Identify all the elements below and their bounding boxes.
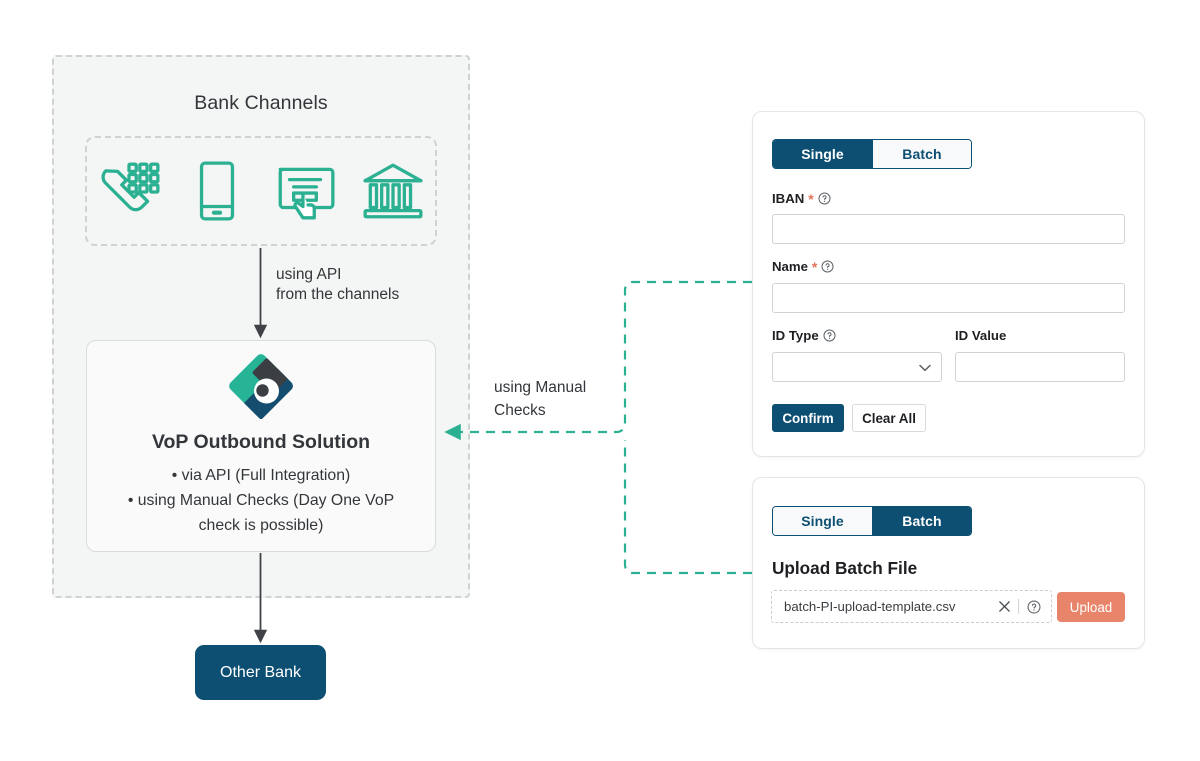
- name-input[interactable]: [772, 283, 1125, 313]
- online-banking-click-icon: [278, 167, 335, 220]
- vop-bullets: • via API (Full Integration) • using Man…: [96, 463, 426, 538]
- tab-single[interactable]: Single: [773, 140, 872, 168]
- upload-button[interactable]: Upload: [1057, 592, 1125, 622]
- mode-toggle-single-panel[interactable]: Single Batch: [772, 139, 972, 169]
- manual-checks-connector-label: using Manual Checks: [494, 379, 587, 419]
- uploaded-file-name: batch-PI-upload-template.csv: [784, 599, 956, 614]
- chevron-down-icon[interactable]: [919, 364, 931, 372]
- id-type-label: ID Type: [772, 328, 819, 343]
- mode-toggle-batch-panel[interactable]: Single Batch: [772, 506, 972, 536]
- help-circle-icon[interactable]: [818, 192, 831, 205]
- iban-label: IBAN: [772, 191, 805, 206]
- id-value-input[interactable]: [955, 352, 1125, 382]
- iban-required-asterisk: *: [808, 190, 814, 207]
- upload-batch-file-title: Upload Batch File: [772, 558, 918, 578]
- landline-phone-keypad-icon: [101, 162, 160, 212]
- bank-b-diamond-logo: [229, 354, 293, 419]
- other-bank-node: Other Bank: [195, 645, 326, 700]
- name-required-asterisk: *: [811, 258, 818, 275]
- id-type-label-group: ID Type: [772, 328, 836, 343]
- bank-channels-title: Bank Channels: [194, 92, 328, 114]
- iban-input[interactable]: [772, 214, 1125, 244]
- id-value-label: ID Value: [955, 328, 1007, 343]
- id-value-label-group: ID Value: [955, 328, 1006, 343]
- tab-batch[interactable]: Batch: [872, 140, 971, 168]
- api-connector-label: using API from the channels: [276, 266, 400, 303]
- help-circle-icon[interactable]: [823, 329, 836, 342]
- confirm-button[interactable]: Confirm: [772, 404, 844, 432]
- file-drop-zone[interactable]: batch-PI-upload-template.csv: [771, 590, 1052, 623]
- tab-batch[interactable]: Batch: [872, 507, 971, 535]
- vop-bullet-1: • using Manual Checks (Day One VoP: [127, 492, 395, 509]
- mobile-phone-icon: [199, 161, 235, 221]
- bank-building-icon: [363, 163, 423, 219]
- vop-bullet-0: • via API (Full Integration): [171, 467, 351, 484]
- name-label: Name: [772, 259, 808, 274]
- vop-title: VoP Outbound Solution: [151, 431, 371, 453]
- id-type-select[interactable]: [772, 352, 942, 382]
- help-circle-icon[interactable]: [821, 260, 834, 273]
- help-circle-icon[interactable]: [1027, 600, 1041, 614]
- channel-icons-row: [85, 136, 437, 246]
- name-label-group: Name *: [772, 259, 834, 274]
- tab-single[interactable]: Single: [773, 507, 872, 535]
- close-x-icon[interactable]: [998, 600, 1011, 613]
- divider: [1018, 599, 1019, 614]
- clear-all-button[interactable]: Clear All: [852, 404, 926, 432]
- iban-label-group: IBAN *: [772, 191, 831, 206]
- connector-manual-checks-batch: [623, 440, 752, 575]
- vop-bullet-2: check is possible): [198, 517, 324, 534]
- channel-icons-container: [85, 136, 437, 246]
